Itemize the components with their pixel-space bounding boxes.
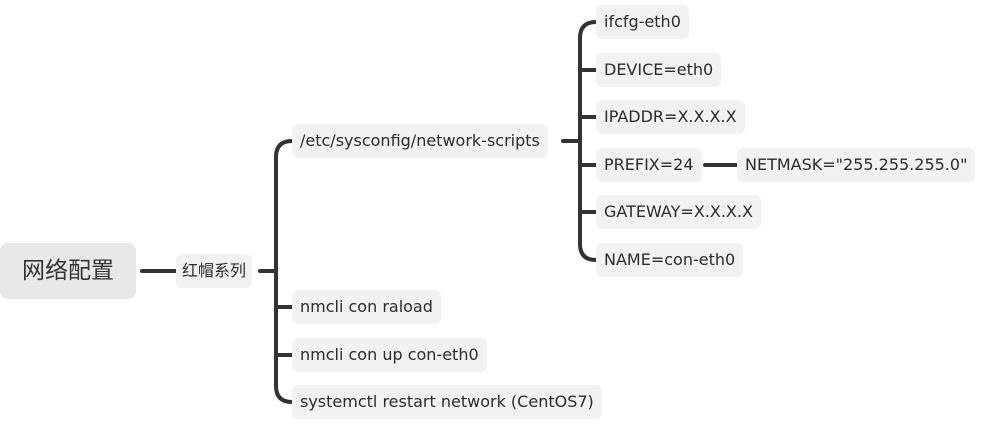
node-netmask[interactable]: NETMASK="255.255.255.0" xyxy=(737,148,976,182)
node-systemctl-restart[interactable]: systemctl restart network (CentOS7) xyxy=(292,385,602,419)
node-nmcli-reload[interactable]: nmcli con raload xyxy=(292,290,441,324)
node-ipaddr[interactable]: IPADDR=X.X.X.X xyxy=(596,100,745,134)
node-scripts-dir[interactable]: /etc/sysconfig/network-scripts xyxy=(292,124,548,158)
node-ifcfg[interactable]: ifcfg-eth0 xyxy=(596,5,689,39)
branch-node-redhat[interactable]: 红帽系列 xyxy=(176,254,253,288)
root-node[interactable]: 网络配置 xyxy=(0,243,136,299)
node-name[interactable]: NAME=con-eth0 xyxy=(596,243,744,277)
node-prefix[interactable]: PREFIX=24 xyxy=(596,148,702,182)
node-gateway[interactable]: GATEWAY=X.X.X.X xyxy=(596,195,761,229)
node-nmcli-up[interactable]: nmcli con up con-eth0 xyxy=(292,338,487,372)
node-device[interactable]: DEVICE=eth0 xyxy=(596,53,722,87)
